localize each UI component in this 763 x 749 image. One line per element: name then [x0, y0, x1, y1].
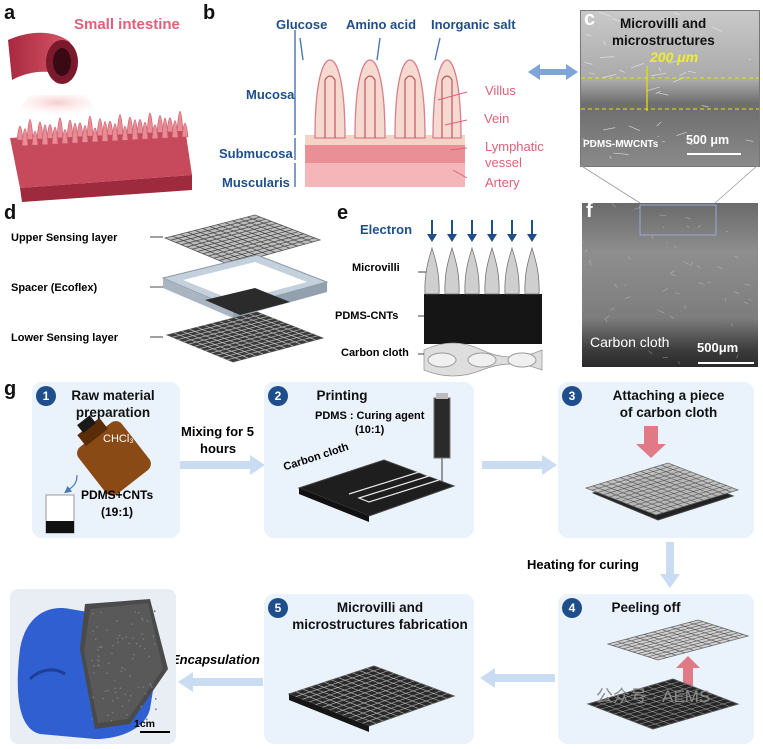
step-1-mix-2: (19:1) [101, 505, 134, 519]
layer-stack-illustration [418, 220, 543, 377]
arrow-left-icon-2 [178, 672, 263, 692]
device-photo [10, 589, 176, 744]
mix-label-2: hours [200, 441, 237, 456]
step-4-title: Peeling off [611, 600, 681, 615]
label-villus: Villus [485, 83, 516, 98]
panel-label-e: e [337, 202, 349, 224]
arrow-right-icon-2 [482, 455, 557, 475]
sem-c-scale: 500 μm [686, 133, 730, 147]
arrow-left-icon [480, 668, 555, 688]
sem-c-measure: 200 μm [650, 49, 699, 65]
step-1-mix-1: PDMS+CNTs [81, 488, 154, 502]
step-1-title-2: preparation [75, 405, 151, 420]
e-electron-label: Electron [360, 222, 413, 237]
printing-illustration [297, 393, 456, 522]
layer-mucosa: Mucosa [246, 87, 295, 102]
sem-image-c [580, 10, 760, 167]
attach-cloth-illustration [584, 426, 740, 521]
panel-label-b: b [203, 2, 216, 24]
sem-c-title-2: microstructures [612, 33, 715, 48]
step-1-number: 1 [36, 386, 56, 406]
photo-scale: 1cm [134, 718, 156, 730]
label-vessel: vessel [485, 155, 522, 170]
sem-image-f [578, 203, 758, 367]
microvilli-fabrication-illustration [287, 665, 456, 732]
heat-label: Heating for curing [527, 557, 639, 572]
panel-label-a: a [4, 2, 16, 24]
e-pdms-cnts-label: PDMS-CNTs [335, 310, 399, 322]
d-upper-sensing-layer: Upper Sensing layer [11, 232, 118, 244]
layer-submucosa: Submucosa [219, 146, 293, 161]
layer-muscularis: Muscularis [222, 175, 290, 190]
step-5-number: 5 [268, 598, 288, 618]
d-spacer: Spacer (Ecoflex) [11, 282, 98, 294]
step-3-number: 3 [562, 386, 582, 406]
d-lower-sensing-layer: Lower Sensing layer [11, 332, 118, 344]
nutrient-glucose: Glucose [276, 17, 328, 32]
e-carbon-cloth-label: Carbon cloth [341, 347, 409, 359]
watermark: 公众号 · AEMS [596, 687, 711, 706]
step-1-chem: CHCl₃ [103, 433, 134, 445]
panel-label-g: g [4, 378, 17, 400]
nutrient-amino-acid: Amino acid [346, 17, 417, 32]
small-intestine-illustration [8, 32, 192, 202]
peeling-illustration [586, 619, 750, 730]
arrow-down-icon [660, 542, 680, 588]
label-vein: Vein [484, 111, 510, 126]
label-artery: Artery [485, 175, 520, 190]
sem-f-material: Carbon cloth [590, 334, 670, 350]
step-5-title-1: Microvilli and [336, 600, 424, 615]
step-2-ratio-1: PDMS : Curing agent [315, 410, 425, 422]
sensor-exploded-view [150, 214, 329, 363]
nutrient-inorganic-salt: Inorganic salt [431, 17, 516, 32]
step-2-title: Printing [316, 388, 368, 403]
bottle-and-beaker [45, 415, 151, 534]
villus-cross-section [294, 30, 468, 187]
panel-label-c: c [584, 8, 596, 30]
step-2-ratio-2: (10:1) [355, 424, 385, 436]
step-1-title-1: Raw material [71, 388, 155, 403]
zoom-lines [579, 164, 759, 204]
mix-label-1: Mixing for 5 [181, 424, 254, 439]
step-4-number: 4 [562, 598, 582, 618]
label-lymphatic: Lymphatic [485, 139, 544, 154]
step-5-title-2: microstructures fabrication [292, 617, 468, 632]
step-2-number: 2 [268, 386, 288, 406]
sem-c-title-1: Microvilli and [620, 16, 707, 31]
double-arrow-icon [528, 64, 578, 80]
encap-label: Encapsulation [171, 652, 260, 667]
e-microvilli-label: Microvilli [352, 262, 400, 274]
panel-label-f: f [586, 200, 593, 222]
arrow-right-icon [180, 455, 265, 475]
sem-f-scale: 500μm [697, 340, 739, 355]
step-3-title-2: of carbon cloth [619, 405, 718, 420]
panel-label-d: d [4, 202, 17, 224]
step-3-title-1: Attaching a piece [612, 388, 725, 403]
small-intestine-label: Small intestine [74, 16, 180, 33]
sem-c-material: PDMS-MWCNTs [583, 139, 659, 150]
